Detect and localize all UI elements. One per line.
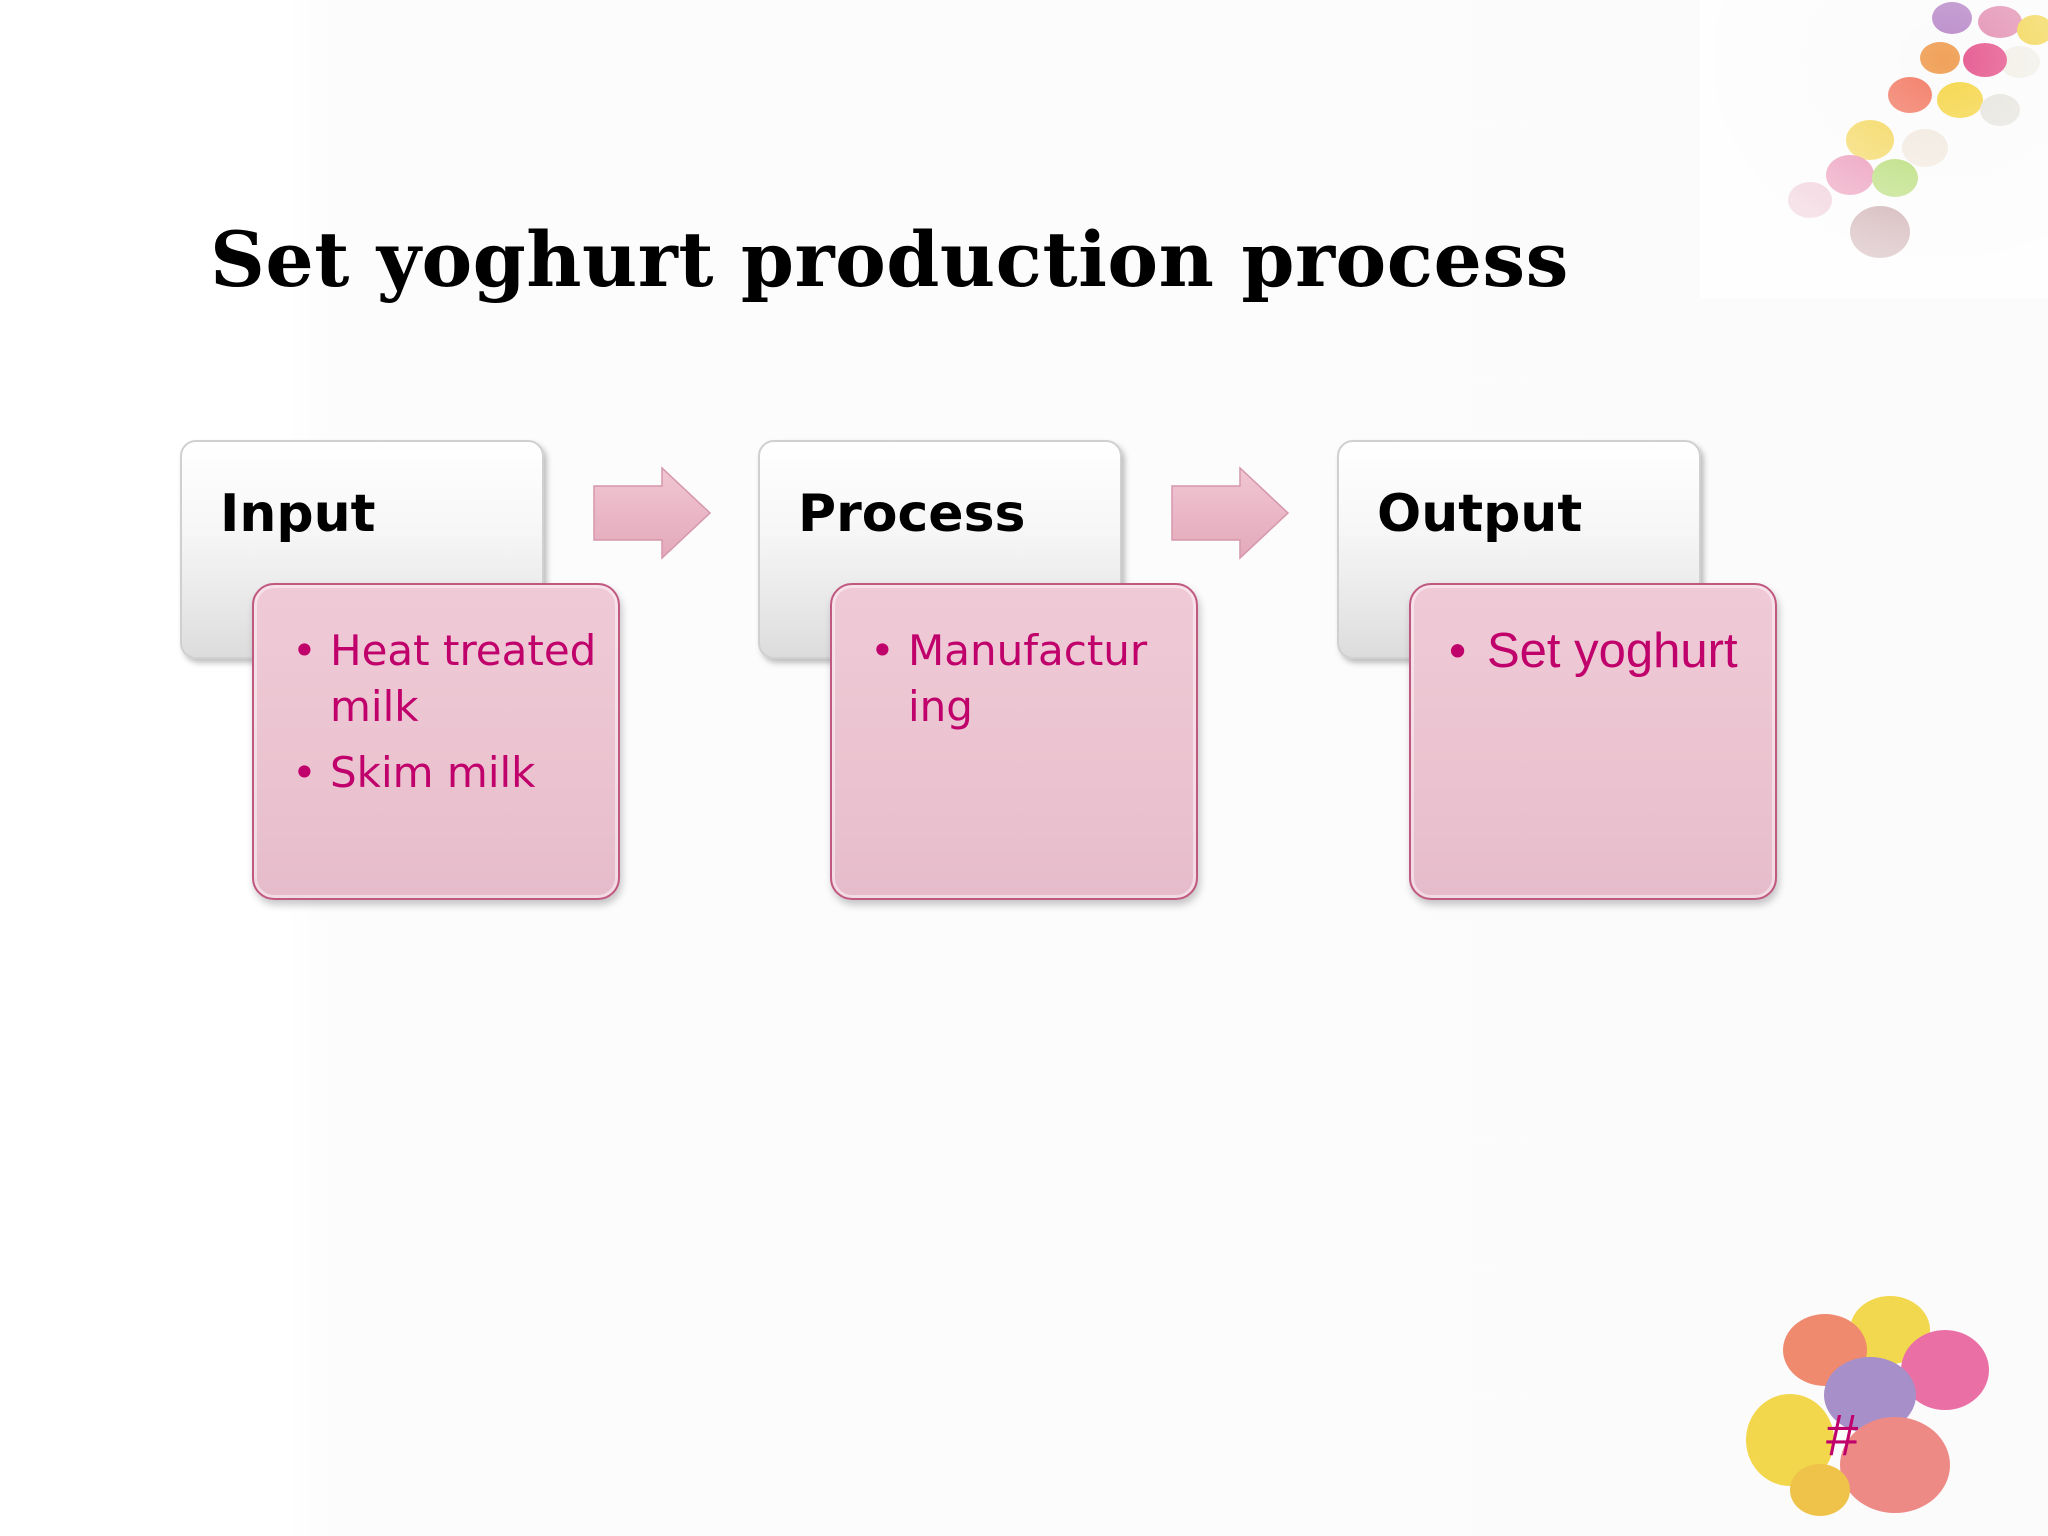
- step-heading: Output: [1377, 484, 1583, 544]
- candy-eggs-top-icon: [1700, 0, 2048, 298]
- step-detail-card: Heat treated milk Skim milk: [252, 583, 620, 900]
- bullet-item: Skim milk: [292, 745, 612, 801]
- step-bullet-list: Manufactur ing: [870, 623, 1190, 745]
- bullet-item: Set yoghurt: [1449, 623, 1769, 679]
- bullet-item: Heat treated milk: [292, 623, 612, 735]
- step-bullet-list: Set yoghurt: [1449, 623, 1769, 689]
- right-arrow-icon: [1170, 466, 1290, 560]
- step-output: Output Set yoghurt: [1337, 440, 1777, 900]
- slide-number: #: [1826, 1403, 1859, 1468]
- step-bullet-list: Heat treated milk Skim milk: [292, 623, 612, 811]
- right-arrow-icon: [592, 466, 712, 560]
- step-heading: Input: [220, 484, 376, 544]
- step-input: Input Heat treated milk Skim milk: [180, 440, 620, 900]
- step-detail-card: Manufactur ing: [830, 583, 1198, 900]
- step-heading: Process: [798, 484, 1026, 544]
- slide-title: Set yoghurt production process: [210, 215, 1569, 304]
- bullet-item: Manufactur ing: [870, 623, 1190, 735]
- candy-eggs-bottom-icon: [1730, 1290, 2048, 1536]
- step-process: Process Manufactur ing: [758, 440, 1198, 900]
- step-detail-card: Set yoghurt: [1409, 583, 1777, 900]
